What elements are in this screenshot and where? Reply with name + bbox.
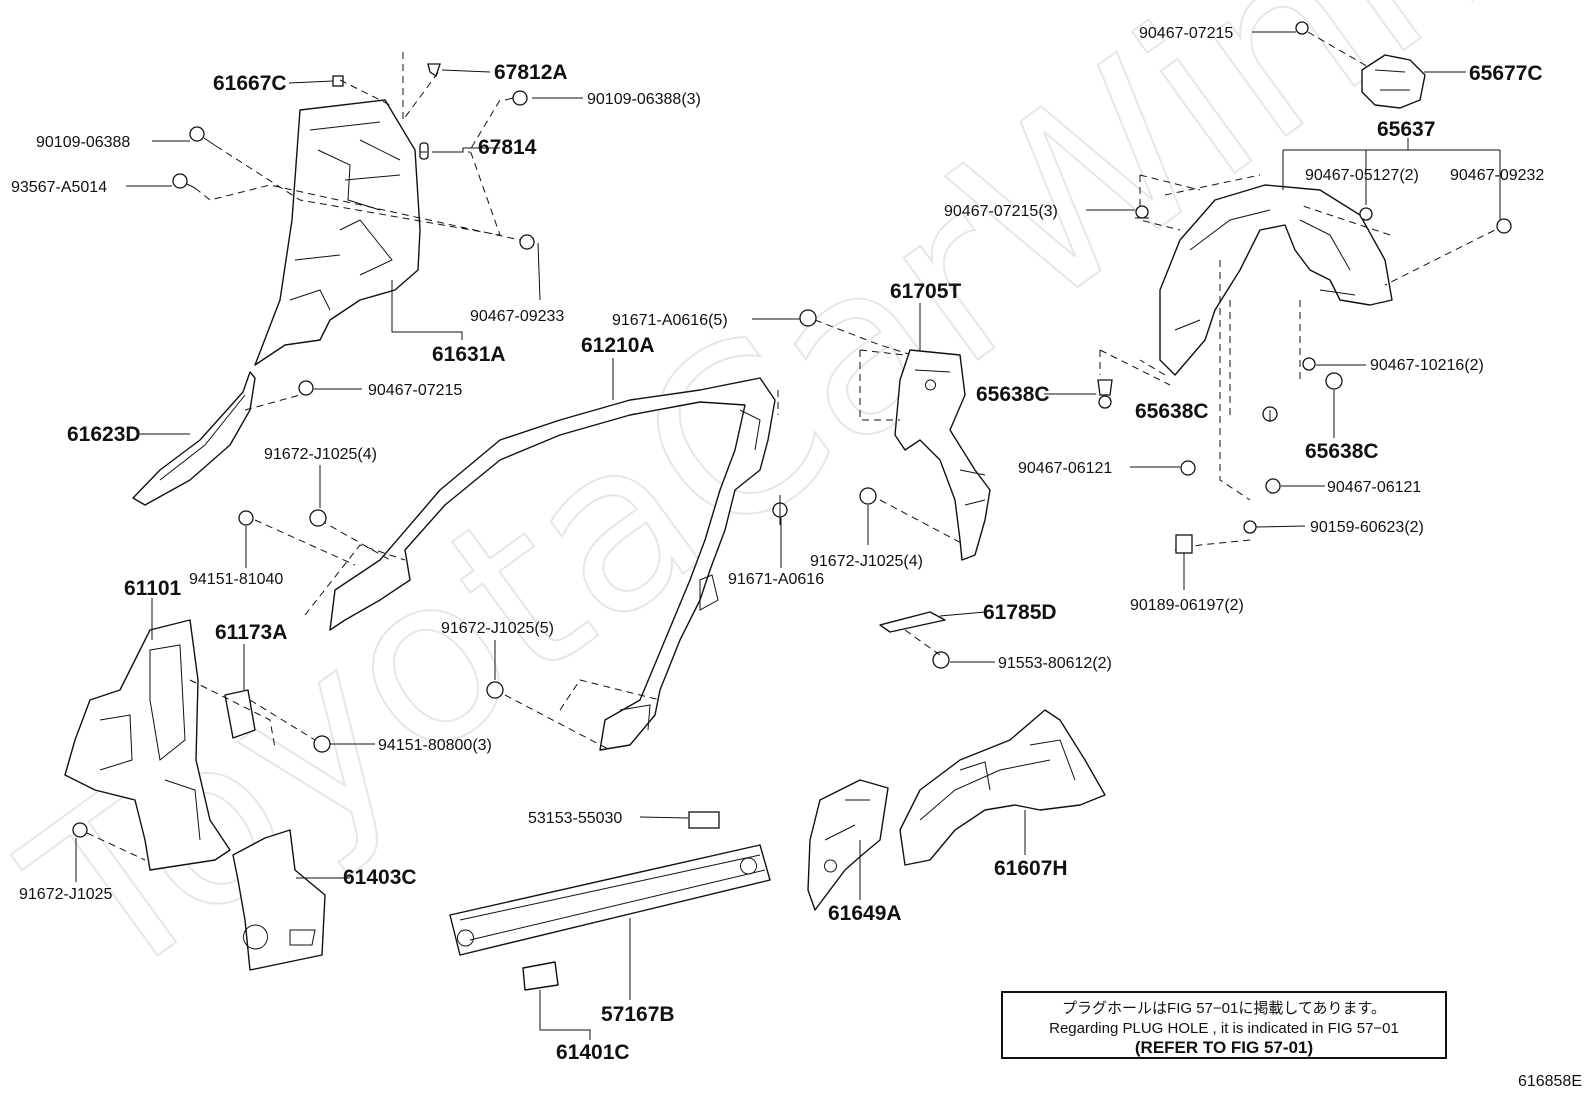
clip-90467-09232 xyxy=(1496,218,1512,234)
leader-lines xyxy=(75,31,1501,1040)
part-61173A-drawing xyxy=(224,689,256,739)
nut-90467-06121-b xyxy=(1265,478,1281,494)
part-61705T-drawing xyxy=(894,349,991,561)
part-61785D-drawing xyxy=(879,611,946,633)
part-57167B-drawing xyxy=(449,844,771,956)
label-61173A: 61173A xyxy=(215,621,287,644)
clip-90467-10216 xyxy=(1302,357,1316,371)
label-65637: 65637 xyxy=(1377,118,1435,141)
bolt-91672-J1025-4b xyxy=(859,487,877,505)
label-90189-06197-2: 90189-06197(2) xyxy=(1130,597,1244,614)
clip-67812A-drawing xyxy=(427,63,441,78)
label-57167B: 57167B xyxy=(601,1003,675,1026)
part-61623D-drawing xyxy=(132,371,256,506)
part-61101-drawing xyxy=(64,619,231,871)
bolt-91672-J1025-4a xyxy=(309,509,327,527)
label-90467-10216-2: 90467-10216(2) xyxy=(1370,357,1484,374)
part-61403C-drawing xyxy=(232,829,326,971)
label-90159-60623-2: 90159-60623(2) xyxy=(1310,519,1424,536)
label-61623D: 61623D xyxy=(67,423,141,446)
clip-90467-05127 xyxy=(1359,207,1373,221)
clip-90467-07215-top xyxy=(1295,21,1309,35)
nut-94151-81040 xyxy=(238,510,254,526)
label-91672-J1025-4b: 91672-J1025(4) xyxy=(810,553,923,570)
bolt-90109-06388-a xyxy=(189,126,217,147)
clip-67814-drawing xyxy=(419,142,429,160)
label-61631A: 61631A xyxy=(432,343,506,366)
label-90467-09233: 90467-09233 xyxy=(470,308,564,325)
label-65677C: 65677C xyxy=(1469,62,1543,85)
part-61210A-drawing xyxy=(329,377,776,751)
bolt-91672-J1025-5 xyxy=(486,681,504,699)
label-90467-07215-3: 90467-07215(3) xyxy=(944,203,1058,220)
label-90467-06121-a: 90467-06121 xyxy=(1018,460,1112,477)
label-91672-J1025: 91672-J1025 xyxy=(19,886,113,903)
label-94151-81040: 94151-81040 xyxy=(189,571,283,588)
label-53153-55030: 53153-55030 xyxy=(528,810,622,827)
label-65638C-a: 65638C xyxy=(976,383,1050,406)
label-90467-09232: 90467-09232 xyxy=(1450,167,1544,184)
label-91672-J1025-4a: 91672-J1025(4) xyxy=(264,446,377,463)
bolt-91672-J1025 xyxy=(72,822,88,838)
clip-65638C-a xyxy=(1097,379,1113,409)
clip-90189-06197 xyxy=(1175,534,1193,554)
label-90467-05127-2: 90467-05127(2) xyxy=(1305,167,1419,184)
part-65677C-drawing xyxy=(1361,54,1426,109)
label-91671-A0616-5: 91671-A0616(5) xyxy=(612,312,728,329)
label-61607H: 61607H xyxy=(994,857,1068,880)
bolt-90109-06388-b xyxy=(504,90,528,106)
label-91672-J1025-5: 91672-J1025(5) xyxy=(441,620,554,637)
clip-90467-09233 xyxy=(519,234,535,250)
label-61705T: 61705T xyxy=(890,280,961,303)
label-61785D: 61785D xyxy=(983,601,1057,624)
label-65638C-b: 65638C xyxy=(1135,400,1209,423)
label-61667C: 61667C xyxy=(213,72,287,95)
bolt-90159-60623 xyxy=(1243,520,1257,534)
label-61649A: 61649A xyxy=(828,902,902,925)
label-90109-06388: 90109-06388 xyxy=(36,134,130,151)
label-90467-06121-b: 90467-06121 xyxy=(1327,479,1421,496)
part-61607H-drawing xyxy=(899,709,1106,866)
part-61631A-drawing xyxy=(254,99,421,366)
plate-61401C-drawing xyxy=(522,961,559,991)
label-61101: 61101 xyxy=(124,577,182,600)
label-93567-A5014: 93567-A5014 xyxy=(11,179,107,196)
bolt-91671-A0616 xyxy=(772,495,788,525)
label-65638C-c: 65638C xyxy=(1305,440,1379,463)
label-91671-A0616: 91671-A0616 xyxy=(728,571,824,588)
note-line-refer: (REFER TO FIG 57-01) xyxy=(1134,1038,1314,1057)
label-61210A: 61210A xyxy=(581,334,655,357)
pad-53153-55030-drawing xyxy=(688,811,720,829)
label-61401C: 61401C xyxy=(556,1041,630,1064)
bolt-91553-80612 xyxy=(932,651,950,669)
clip-90467-07215-3 xyxy=(1135,205,1149,219)
nut-90467-06121-a xyxy=(1180,460,1196,476)
label-67814: 67814 xyxy=(478,136,537,159)
note-line-english: Regarding PLUG HOLE , it is indicated in… xyxy=(1049,1020,1399,1037)
bolt-91671-A0616-5 xyxy=(799,309,817,327)
note-line-japanese: プラグホールはFIG 57−01に掲載してあります。 xyxy=(1062,1000,1386,1017)
label-91553-80612-2: 91553-80612(2) xyxy=(998,655,1112,672)
part-61649A-drawing xyxy=(807,779,889,911)
label-90467-07215-mid: 90467-07215 xyxy=(368,382,462,399)
clip-90467-07215-mid xyxy=(298,380,314,396)
label-90109-06388-3: 90109-06388(3) xyxy=(587,91,701,108)
label-90467-07215-top: 90467-07215 xyxy=(1139,25,1233,42)
label-94151-80800-3: 94151-80800(3) xyxy=(378,737,492,754)
figure-code: 616858E xyxy=(1517,1073,1582,1090)
label-67812A: 67812A xyxy=(494,61,568,84)
reference-note: プラグホールはFIG 57−01に掲載してあります。 Regarding PLU… xyxy=(1001,991,1447,1059)
label-61403C: 61403C xyxy=(343,866,417,889)
bolt-93567-A5014 xyxy=(172,173,196,189)
clip-65638C-c xyxy=(1325,372,1343,400)
part-labels: 61667C 67812A 90109-06388(3) 90109-06388… xyxy=(11,25,1544,1064)
nut-94151-80800 xyxy=(313,735,331,753)
